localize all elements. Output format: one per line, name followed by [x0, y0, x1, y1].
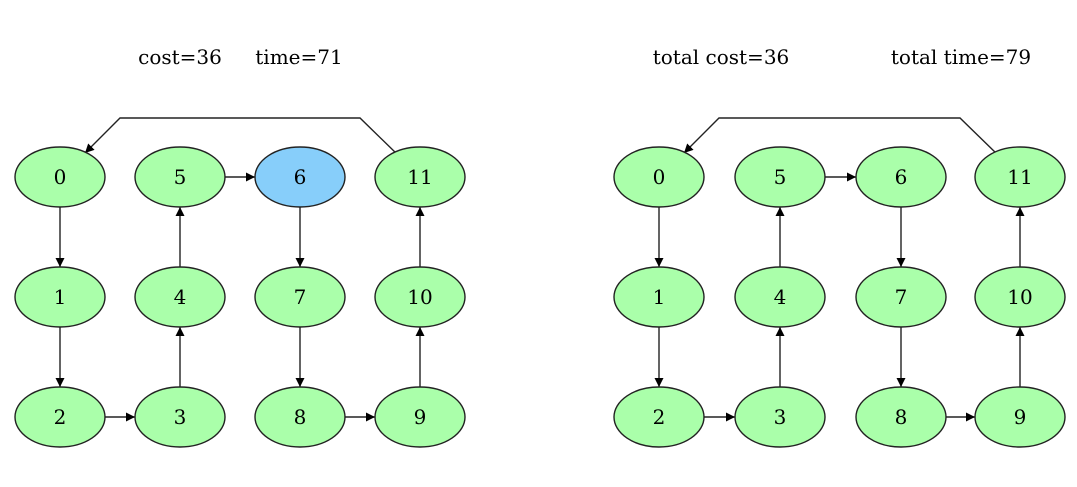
panel-left-cost-title: cost=36	[138, 45, 222, 69]
panel-right-cost-title: total cost=36	[653, 45, 790, 69]
node-1-label: 1	[653, 285, 666, 309]
node-5: 5	[734, 146, 826, 208]
node-5-ellipse	[134, 146, 226, 208]
panel-right-nodes: 0 1 2 3 4 5 6 7 8 9 10 11	[613, 146, 1066, 448]
node-4: 4	[134, 266, 226, 328]
node-3-ellipse	[734, 386, 826, 448]
node-0: 0	[613, 146, 705, 208]
node-8-label: 8	[294, 405, 307, 429]
node-0: 0	[14, 146, 106, 208]
node-6-ellipse	[254, 146, 346, 208]
node-10-ellipse	[974, 266, 1066, 328]
node-0-label: 0	[653, 165, 666, 189]
node-4-label: 4	[174, 285, 187, 309]
node-0-ellipse	[613, 146, 705, 208]
node-8-ellipse	[254, 386, 346, 448]
node-1-label: 1	[54, 285, 67, 309]
node-2: 2	[14, 386, 106, 448]
node-10-ellipse	[374, 266, 466, 328]
node-3-label: 3	[174, 405, 187, 429]
node-3-ellipse	[134, 386, 226, 448]
node-11-label: 11	[1007, 165, 1032, 189]
node-8-label: 8	[895, 405, 908, 429]
node-10-label: 10	[1007, 285, 1032, 309]
node-10-label: 10	[407, 285, 432, 309]
panel-right-time-title: total time=79	[891, 45, 1031, 69]
node-9-label: 9	[414, 405, 427, 429]
node-6-ellipse	[855, 146, 947, 208]
node-11-label: 11	[407, 165, 432, 189]
node-7-ellipse	[254, 266, 346, 328]
node-8-ellipse	[855, 386, 947, 448]
node-6-label: 6	[895, 165, 908, 189]
node-11: 11	[374, 146, 466, 208]
node-6-label: 6	[294, 165, 307, 189]
node-5-ellipse	[734, 146, 826, 208]
node-11-ellipse	[974, 146, 1066, 208]
node-2: 2	[613, 386, 705, 448]
node-7: 7	[855, 266, 947, 328]
panel-right-edges	[654, 117, 1025, 422]
node-5-label: 5	[774, 165, 787, 189]
node-3: 3	[134, 386, 226, 448]
node-6: 6	[254, 146, 346, 208]
node-3-label: 3	[774, 405, 787, 429]
node-9: 9	[974, 386, 1066, 448]
node-1: 1	[14, 266, 106, 328]
node-0-label: 0	[54, 165, 67, 189]
node-1-ellipse	[613, 266, 705, 328]
panel-left: cost=36 time=71 0 1 2 3 4 5 6 7 8 9 10 11	[14, 45, 466, 448]
node-4-ellipse	[734, 266, 826, 328]
node-8: 8	[254, 386, 346, 448]
node-8: 8	[855, 386, 947, 448]
node-6: 6	[855, 146, 947, 208]
node-11-ellipse	[374, 146, 466, 208]
node-2-label: 2	[54, 405, 67, 429]
node-2-ellipse	[613, 386, 705, 448]
node-9-ellipse	[374, 386, 466, 448]
panel-right: total cost=36 total time=79 0 1 2 3 4 5 6 7 8 9 10…	[613, 45, 1066, 448]
node-4-label: 4	[774, 285, 787, 309]
node-9-label: 9	[1014, 405, 1027, 429]
node-9-ellipse	[974, 386, 1066, 448]
node-5-label: 5	[174, 165, 187, 189]
edge-11-0	[683, 117, 999, 156]
node-1-ellipse	[14, 266, 106, 328]
node-10: 10	[374, 266, 466, 328]
node-5: 5	[134, 146, 226, 208]
node-2-ellipse	[14, 386, 106, 448]
node-7-ellipse	[855, 266, 947, 328]
node-4: 4	[734, 266, 826, 328]
node-2-label: 2	[653, 405, 666, 429]
node-10: 10	[974, 266, 1066, 328]
node-7-label: 7	[294, 285, 307, 309]
node-4-ellipse	[134, 266, 226, 328]
node-7: 7	[254, 266, 346, 328]
panel-left-edges	[55, 117, 425, 422]
panel-left-time-title: time=71	[255, 45, 342, 69]
node-0-ellipse	[14, 146, 106, 208]
node-3: 3	[734, 386, 826, 448]
node-11: 11	[974, 146, 1066, 208]
node-9: 9	[374, 386, 466, 448]
edge-11-0	[84, 117, 399, 156]
panel-left-nodes: 0 1 2 3 4 5 6 7 8 9 10 11	[14, 146, 466, 448]
node-1: 1	[613, 266, 705, 328]
node-7-label: 7	[895, 285, 908, 309]
